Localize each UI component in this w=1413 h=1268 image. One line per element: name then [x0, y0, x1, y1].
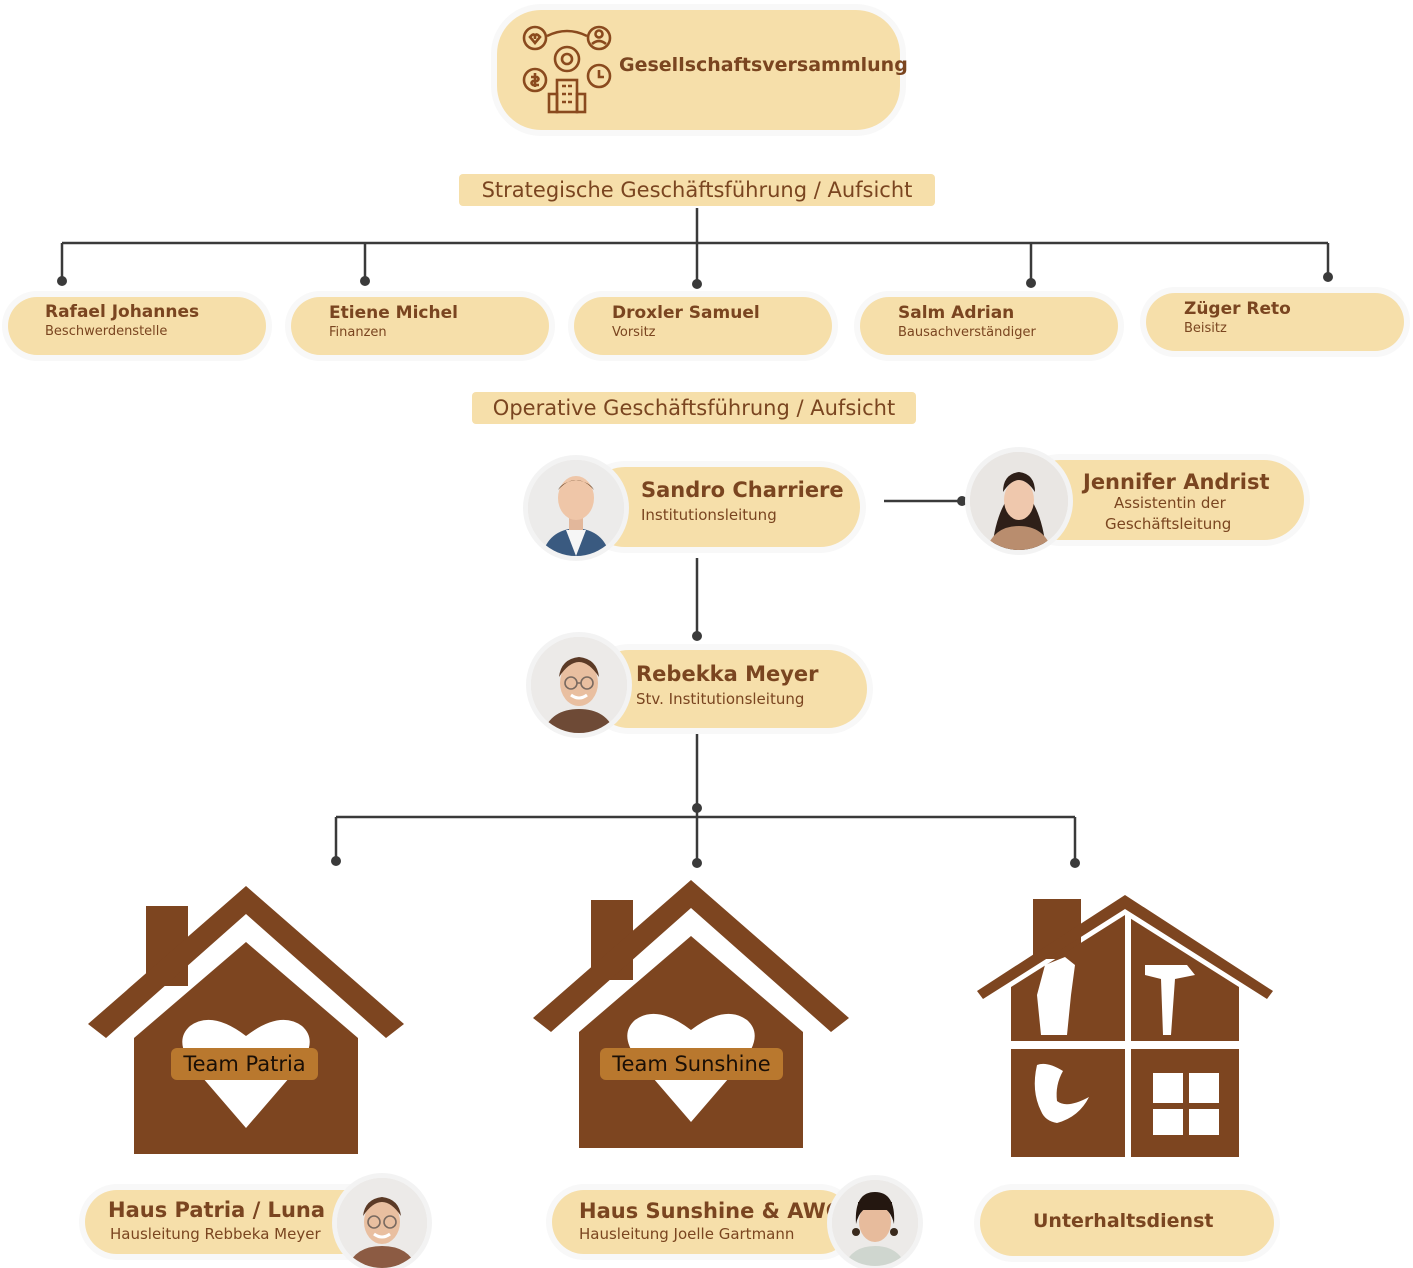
member-name: Salm Adrian [898, 303, 1015, 323]
deputy-card [590, 650, 867, 728]
deputy-role: Stv. Institutionsleitung [636, 690, 805, 708]
lead-name: Sandro Charriere [641, 478, 844, 502]
assistant-name: Jennifer Andrist [1083, 470, 1270, 494]
governance-icon [522, 25, 612, 114]
avatar-patria-lead [337, 1178, 427, 1268]
member-card-salm: Salm Adrian Bausachverständiger [860, 297, 1118, 355]
house-maintenance-icon [977, 895, 1273, 1157]
team-label: Team Sunshine [600, 1048, 783, 1080]
maintenance-name: Unterhaltsdienst [1033, 1210, 1214, 1232]
lead-card [585, 467, 860, 547]
member-name: Droxler Samuel [612, 303, 760, 323]
lead-role: Institutionsleitung [641, 506, 777, 524]
avatar-sunshine-lead [832, 1180, 918, 1266]
member-card-etiene: Etiene Michel Finanzen [291, 297, 549, 355]
house-sunshine-name: Haus Sunshine & AWG's [579, 1199, 862, 1223]
house-heart-icon [88, 886, 404, 1154]
house-patria-lead: Hausleitung Rebbeka Meyer [110, 1225, 321, 1243]
member-role: Beisitz [1184, 321, 1227, 336]
member-role: Vorsitz [612, 325, 656, 340]
avatar-sandro [528, 460, 624, 556]
member-name: Züger Reto [1184, 299, 1291, 319]
house-sunshine-card [552, 1190, 852, 1254]
avatar-rebekka [531, 637, 627, 733]
operative-banner: Operative Geschäftsführung / Aufsicht [472, 392, 916, 424]
member-card-zueger: Züger Reto Beisitz [1146, 293, 1404, 351]
house-sunshine-lead: Hausleitung Joelle Gartmann [579, 1225, 795, 1243]
member-role: Finanzen [329, 325, 387, 340]
assistant-role-line1: Assistentin der [1114, 494, 1226, 512]
maintenance-card: Unterhaltsdienst [980, 1190, 1274, 1256]
member-name: Rafael Johannes [45, 302, 200, 322]
member-card-droxler: Droxler Samuel Vorsitz [574, 297, 832, 355]
house-patria-card [85, 1190, 385, 1254]
deputy-name: Rebekka Meyer [636, 662, 819, 686]
strategic-banner: Strategische Geschäftsführung / Aufsicht [459, 174, 935, 206]
house-heart-icon [533, 880, 849, 1148]
assistant-role-line2: Geschäftsleitung [1105, 515, 1232, 533]
member-card-rafael: Rafael Johannes Beschwerdenstelle [8, 297, 266, 355]
member-role: Beschwerdenstelle [45, 324, 168, 339]
team-label: Team Patria [171, 1048, 318, 1080]
top-box-title: Gesellschaftsversammlung [619, 54, 908, 76]
member-role: Bausachverständiger [898, 325, 1036, 340]
member-name: Etiene Michel [329, 303, 458, 323]
shareholders-meeting-box: Gesellschaftsversammlung [497, 10, 908, 130]
avatar-jennifer [970, 452, 1068, 550]
house-patria-name: Haus Patria / Luna [108, 1198, 326, 1222]
